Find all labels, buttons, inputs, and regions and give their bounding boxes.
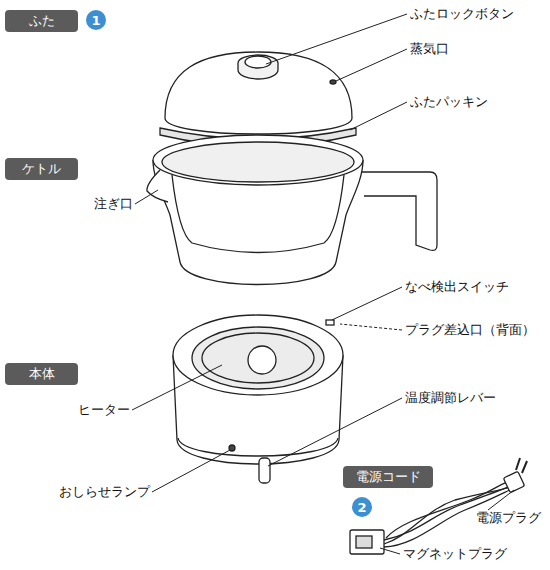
node-text: ふた — [29, 12, 55, 30]
part-label: なべ検出スイッチ — [405, 279, 509, 295]
part-label: 温度調節レバー — [405, 390, 496, 406]
callout-number: 2 — [352, 497, 372, 517]
part-label: マグネットプラグ — [403, 546, 507, 562]
magnet-plug — [350, 530, 384, 554]
base-edge — [178, 438, 338, 456]
node-text: 電源コード — [356, 468, 421, 486]
part-label: おしらせランプ — [59, 484, 150, 500]
power-cord — [386, 482, 512, 538]
section-tag: 本体 — [5, 363, 78, 385]
heater-ring — [202, 333, 314, 383]
leader-line — [350, 102, 407, 130]
power-plug — [503, 471, 524, 492]
node-text: 本体 — [29, 365, 55, 383]
temperature-lever — [259, 458, 270, 483]
power-plug-prongs — [516, 458, 527, 473]
kettle-inner-wall — [172, 175, 344, 253]
leader-line — [152, 450, 230, 492]
node-text: 2 — [357, 500, 366, 515]
node-text: 1 — [91, 13, 100, 28]
part-label: 蒸気口 — [410, 41, 449, 57]
heater-center — [248, 346, 276, 374]
leader-line — [266, 14, 407, 64]
lid — [165, 52, 352, 134]
lid-lock-button — [238, 55, 278, 79]
part-label: ヒーター — [78, 402, 130, 418]
part-label: 注ぎ口 — [94, 196, 133, 212]
leader-line — [132, 365, 222, 410]
part-label: ふたパッキン — [410, 94, 488, 110]
lid-lock-button-cap — [245, 56, 271, 68]
leader-line — [268, 398, 402, 466]
kettle-handle — [360, 172, 437, 250]
leader-line — [336, 49, 407, 81]
spout — [147, 170, 168, 202]
section-tag: ケトル — [5, 158, 78, 180]
part-label: 電源プラグ — [476, 510, 541, 526]
part-label: プラグ差込口（背面） — [405, 322, 535, 338]
leader-line — [488, 490, 514, 510]
part-label: ふたロックボタン — [410, 6, 514, 22]
kettle-interior — [162, 142, 354, 182]
callout-number: 1 — [86, 10, 106, 30]
heater — [192, 327, 324, 389]
leader-line — [380, 548, 400, 554]
leader-line — [332, 287, 402, 320]
magnet-plug-face — [356, 536, 372, 548]
kettle-rim — [153, 135, 363, 185]
section-tag: 電源コード — [343, 466, 433, 488]
steam-vent — [330, 80, 336, 84]
base-top — [173, 315, 343, 395]
leader-line — [135, 190, 158, 204]
leader-line — [340, 324, 402, 330]
section-tag: ふた — [5, 10, 78, 32]
pot-detect-switch — [326, 320, 334, 325]
node-text: ケトル — [22, 160, 61, 178]
